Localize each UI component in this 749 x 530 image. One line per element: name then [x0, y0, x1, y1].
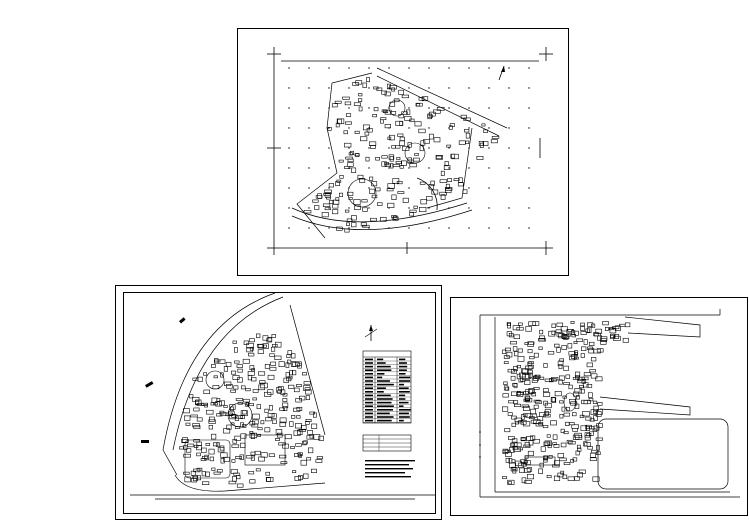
drawing-sheet-a — [237, 28, 569, 276]
summary-table — [362, 434, 412, 452]
arc-path — [416, 177, 438, 211]
sheet-a-border — [237, 28, 569, 276]
north-arrow-icon — [498, 65, 505, 81]
drawing-sheet-c — [450, 297, 748, 516]
legend-table — [362, 350, 412, 424]
site-markers — [141, 317, 186, 443]
grid-dots — [479, 431, 481, 458]
site-plan-c — [450, 297, 748, 516]
drawing-sheet-b — [115, 285, 442, 520]
road-grid — [479, 309, 740, 498]
site-plan-a — [237, 28, 569, 276]
building-cluster — [179, 333, 324, 488]
curved-road — [130, 292, 435, 500]
grid-dots — [288, 67, 530, 229]
site-plan-b — [115, 285, 442, 520]
building-cluster — [502, 321, 631, 485]
building-cluster — [303, 77, 500, 233]
north-arrow-icon — [364, 325, 378, 341]
notes-block — [365, 460, 415, 478]
road-lines — [291, 67, 508, 239]
frame-marks — [267, 47, 553, 255]
